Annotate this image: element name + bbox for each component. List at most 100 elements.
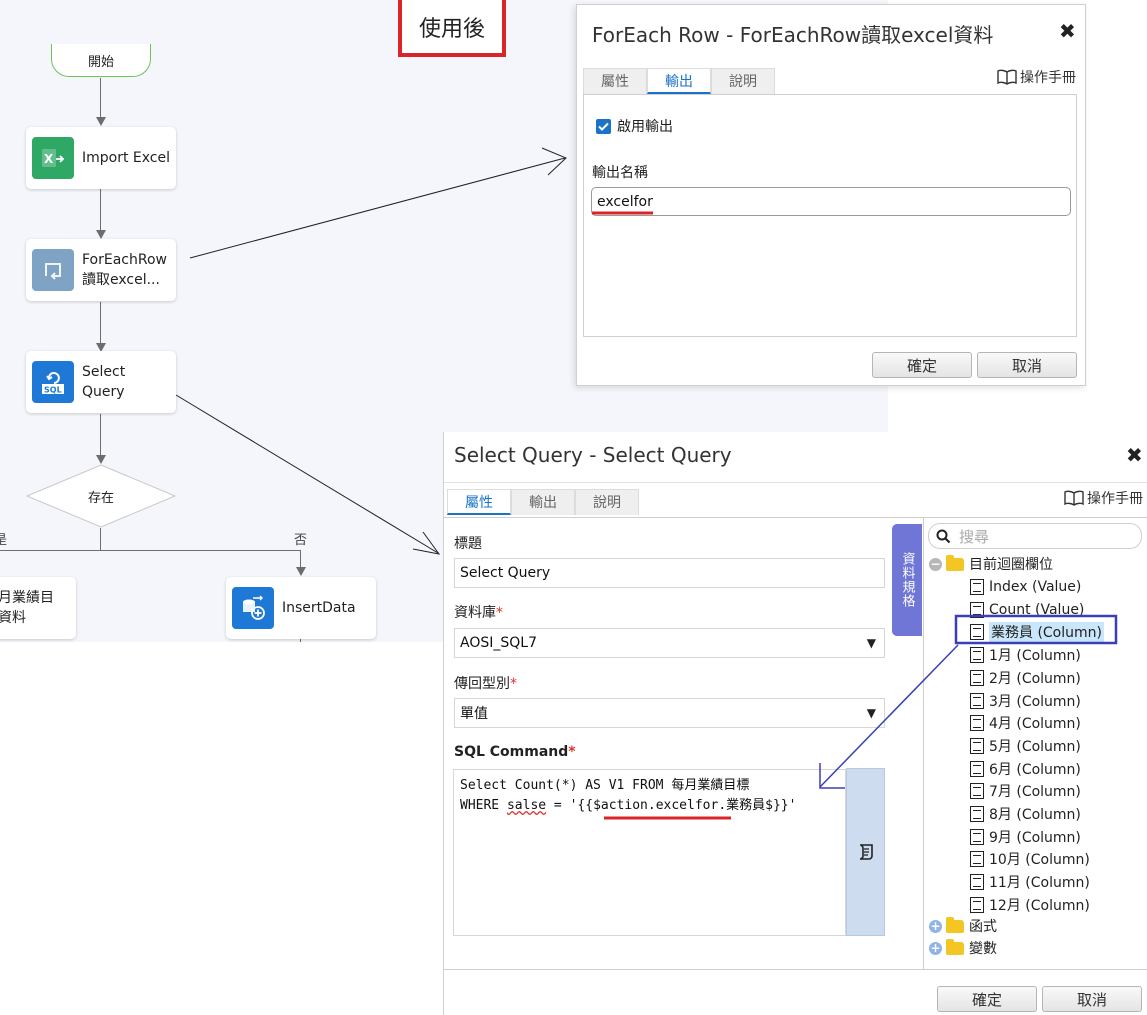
ok-button[interactable]: 確定	[872, 352, 972, 378]
manual-label: 操作手冊	[1087, 491, 1143, 507]
connector	[100, 528, 101, 551]
cancel-button[interactable]: 取消	[977, 352, 1077, 378]
book-icon	[1064, 490, 1084, 506]
connector	[300, 550, 301, 568]
condition-diamond[interactable]	[26, 464, 176, 528]
tree-folder-loop-fields[interactable]: − 目前迴圈欄位	[929, 553, 1053, 575]
tab-bar: 屬性 輸出 說明	[447, 489, 639, 515]
yes-branch-label: 是	[0, 533, 8, 548]
insert-data-node[interactable]: InsertData	[226, 577, 376, 639]
sql-command-label: SQL Command*	[454, 744, 576, 760]
tree-column-label: 7月 (Column)	[989, 784, 1081, 801]
tree-column-item[interactable]: 1月 (Column)	[970, 644, 1081, 666]
import-excel-node[interactable]: X Import Excel	[26, 127, 176, 189]
tree-folder-variables[interactable]: + 變數	[929, 937, 997, 959]
select-query-node[interactable]: SQL Select Query	[26, 351, 176, 413]
tree-column-label: 1月 (Column)	[989, 648, 1081, 665]
tree-column-label: 2月 (Column)	[989, 670, 1081, 687]
tree-column-item[interactable]: 2月 (Column)	[970, 667, 1081, 689]
column-icon	[970, 669, 984, 686]
tree-column-item[interactable]: 3月 (Column)	[970, 690, 1081, 712]
column-icon	[970, 874, 984, 891]
expand-icon: +	[929, 918, 942, 933]
manual-link[interactable]: 操作手冊	[997, 67, 1076, 87]
close-icon[interactable]: ✖	[1126, 443, 1143, 467]
select-query-dialog: Select Query - Select Query ✖ 屬性 輸出 說明 操…	[443, 432, 1147, 1015]
database-value: AOSI_SQL7	[460, 635, 537, 651]
folder-icon	[946, 554, 964, 571]
script-button[interactable]	[846, 768, 885, 936]
enable-output-checkbox[interactable]	[596, 118, 611, 134]
tree-folder-label: 函式	[969, 919, 997, 935]
schema-tab[interactable]: 資料規格	[892, 524, 922, 636]
tree-column-item[interactable]: 7月 (Column)	[970, 780, 1081, 802]
tree-column-label: 9月 (Column)	[989, 829, 1081, 846]
database-add-icon	[232, 587, 274, 629]
svg-text:SQL: SQL	[44, 386, 62, 395]
return-type-select[interactable]: 單值 ▼	[454, 698, 885, 728]
title-input[interactable]: Select Query	[454, 558, 885, 588]
tree-column-item[interactable]: 9月 (Column)	[970, 826, 1081, 848]
tab-description[interactable]: 說明	[711, 68, 775, 94]
sql-command-editor[interactable]: Select Count(*) AS V1 FROM 每月業績目標 WHERE …	[453, 769, 846, 936]
dropdown-arrow-icon: ▼	[866, 636, 876, 650]
connector-arrow	[96, 230, 106, 239]
tree-folder-functions[interactable]: + 函式	[929, 915, 997, 937]
tab-output[interactable]: 輸出	[647, 68, 711, 94]
search-placeholder: 搜尋	[959, 527, 990, 546]
manual-link[interactable]: 操作手冊	[1064, 488, 1143, 508]
folder-icon	[946, 916, 964, 933]
title-value: Select Query	[460, 565, 551, 581]
return-type-field-label: 傳回型別*	[454, 676, 517, 692]
tab-output[interactable]: 輸出	[511, 489, 575, 515]
tab-properties[interactable]: 屬性	[447, 489, 511, 515]
tree-column-label: 6月 (Column)	[989, 761, 1081, 778]
database-select[interactable]: AOSI_SQL7 ▼	[454, 628, 885, 658]
sql-line-2: WHERE salse = '{{$action.excelfor.業務員$}}…	[460, 798, 797, 813]
cancel-button[interactable]: 取消	[1042, 986, 1142, 1012]
tree-column-item[interactable]: Count (Value)	[970, 599, 1084, 621]
connector-arrow	[296, 567, 306, 576]
output-panel: 啟用輸出 輸出名稱 excelfor	[583, 94, 1077, 337]
sql-line-1: Select Count(*) AS V1 FROM 每月業績目標	[460, 778, 750, 793]
tree-column-item[interactable]: Index (Value)	[970, 576, 1081, 598]
tree-column-item[interactable]: 12月 (Column)	[970, 894, 1090, 916]
search-icon	[936, 529, 951, 544]
tree-column-item[interactable]: 11月 (Column)	[970, 871, 1090, 893]
loop-icon	[32, 249, 74, 291]
tree-column-item[interactable]: 10月 (Column)	[970, 848, 1090, 870]
tree-column-item[interactable]: 業務員 (Column)	[970, 621, 1104, 643]
foreach-row-node[interactable]: ForEachRow 讀取excel...	[26, 239, 176, 301]
tree-column-item[interactable]: 4月 (Column)	[970, 712, 1081, 734]
tree-column-label: 4月 (Column)	[989, 716, 1081, 733]
connector	[300, 638, 301, 642]
manual-label: 操作手冊	[1020, 70, 1076, 86]
monthly-target-node[interactable]: 月業績目 資料	[0, 577, 76, 639]
dialog-title: Select Query - Select Query	[454, 443, 732, 467]
tree-column-label: 3月 (Column)	[989, 693, 1081, 710]
column-icon	[970, 579, 984, 595]
return-type-value: 單值	[460, 706, 488, 722]
close-icon[interactable]: ✖	[1059, 19, 1076, 43]
column-icon	[970, 601, 984, 618]
tree-column-label: Index (Value)	[989, 579, 1082, 595]
connector	[0, 550, 301, 551]
no-branch-label: 否	[294, 533, 308, 548]
tree-column-item[interactable]: 8月 (Column)	[970, 803, 1081, 825]
enable-output-row: 啟用輸出	[596, 116, 673, 136]
node-label: 月業績目 資料	[0, 590, 54, 626]
svg-text:X: X	[44, 152, 54, 166]
database-field-label: 資料庫*	[454, 605, 503, 621]
ok-button[interactable]: 確定	[937, 986, 1037, 1012]
script-scroll-icon	[859, 844, 873, 860]
tree-search-input[interactable]: 搜尋	[928, 523, 1142, 549]
book-icon	[997, 69, 1017, 85]
tab-description[interactable]: 說明	[575, 489, 639, 515]
tree-column-item[interactable]: 6月 (Column)	[970, 758, 1081, 780]
output-name-input[interactable]: excelfor	[591, 187, 1071, 216]
collapse-icon: −	[929, 556, 942, 571]
tab-properties[interactable]: 屬性	[583, 68, 647, 94]
tree-column-item[interactable]: 5月 (Column)	[970, 735, 1081, 757]
connector	[100, 302, 101, 344]
start-node[interactable]: 開始	[51, 44, 151, 77]
